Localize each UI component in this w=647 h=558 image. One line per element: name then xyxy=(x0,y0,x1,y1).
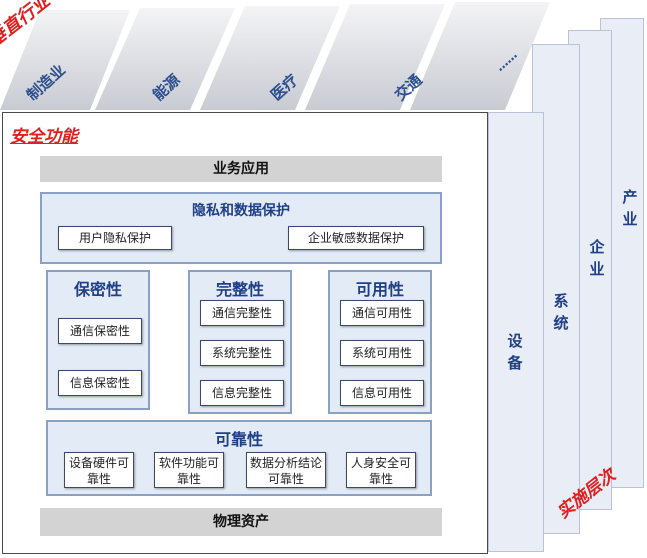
info-availability-box: 信息可用性 xyxy=(340,380,424,406)
industry-slab-5 xyxy=(410,2,550,110)
privacy-title: 隐私和数据保护 xyxy=(192,203,290,219)
software-reliability-label: 软件功能可靠性 xyxy=(158,456,219,486)
reliability-title: 可靠性 xyxy=(214,430,263,449)
hardware-reliability-box: 设备硬件可靠性 xyxy=(64,452,134,488)
level-system: 系统 xyxy=(553,292,569,332)
data-analysis-reliability-box: 数据分析结论可靠性 xyxy=(246,452,326,488)
info-integrity-box: 信息完整性 xyxy=(200,380,284,406)
confidentiality-title: 保密性 xyxy=(73,280,122,299)
security-function-title: 安全功能 xyxy=(10,127,78,147)
level-industry: 产业 xyxy=(622,188,638,228)
personal-safety-reliability-label: 人身安全可靠性 xyxy=(350,456,411,486)
software-reliability-box: 软件功能可靠性 xyxy=(154,452,224,488)
integrity-title: 完整性 xyxy=(215,280,264,299)
level-device: 设备 xyxy=(507,332,523,372)
system-availability-box: 系统可用性 xyxy=(340,340,424,366)
industry-slab-1 xyxy=(0,10,130,110)
industry-band xyxy=(0,2,550,110)
industry-slab-3 xyxy=(200,6,340,110)
hardware-reliability-label: 设备硬件可靠性 xyxy=(68,456,129,486)
comm-confidentiality-box: 通信保密性 xyxy=(58,318,142,344)
business-application-bar: 业务应用 xyxy=(40,156,442,182)
info-confidentiality-box: 信息保密性 xyxy=(58,370,142,396)
personal-safety-reliability-box: 人身安全可靠性 xyxy=(346,452,416,488)
data-analysis-reliability-label: 数据分析结论可靠性 xyxy=(249,456,322,486)
enterprise-data-box: 企业敏感数据保护 xyxy=(288,226,424,250)
system-integrity-box: 系统完整性 xyxy=(200,340,284,366)
availability-title: 可用性 xyxy=(355,280,404,299)
industry-slab-2 xyxy=(95,8,235,110)
level-panel-device xyxy=(488,112,544,552)
physical-assets-bar: 物理资产 xyxy=(40,508,442,536)
industry-slab-4 xyxy=(305,4,445,110)
user-privacy-box: 用户隐私保护 xyxy=(58,226,172,250)
comm-availability-box: 通信可用性 xyxy=(340,300,424,326)
comm-integrity-box: 通信完整性 xyxy=(200,300,284,326)
level-enterprise: 企业 xyxy=(589,238,605,278)
